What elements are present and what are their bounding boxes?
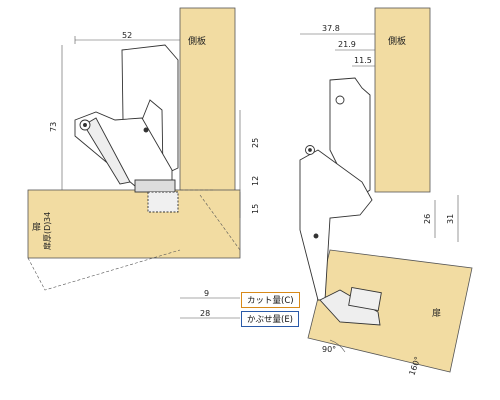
right-dim-219: 21.9 [338,40,356,49]
legend-overlay-amount: かぶせ量(E) [241,311,300,327]
left-door-label: 扉 [32,221,41,233]
left-dim-15: 15 [251,204,260,214]
left-dim-25: 25 [251,138,260,148]
legend-cut-amount-text: カット量(C) [247,296,294,306]
right-dim-31: 31 [446,214,455,224]
left-dim-12: 12 [251,176,260,186]
legend-cut-amount: カット量(C) [241,292,300,308]
right-side-panel [374,7,431,193]
right-dim-378: 37.8 [322,24,340,33]
left-hinge [74,44,179,213]
right-dim-26: 26 [423,214,432,224]
right-dim-115: 11.5 [354,56,372,65]
right-door-label: 扉 [432,307,441,319]
left-door [27,189,241,259]
left-dim-9: 9 [204,289,209,298]
left-door-thickness-value: 34 [43,212,52,222]
left-door-thickness-label: 扉厚(D) [42,222,52,250]
right-angle-90: 90° [322,345,336,354]
left-dim-height: 73 [49,122,58,132]
left-side-panel [179,7,236,193]
legend-overlay-amount-text: かぶせ量(E) [247,315,294,325]
left-door-swing-line [27,249,181,291]
left-dim-width: 52 [122,31,132,40]
right-hinge [299,77,382,326]
left-dim-28: 28 [200,309,210,318]
right-side-panel-label: 側板 [388,35,406,47]
left-side-panel-label: 側板 [188,35,206,47]
right-door [307,249,473,373]
